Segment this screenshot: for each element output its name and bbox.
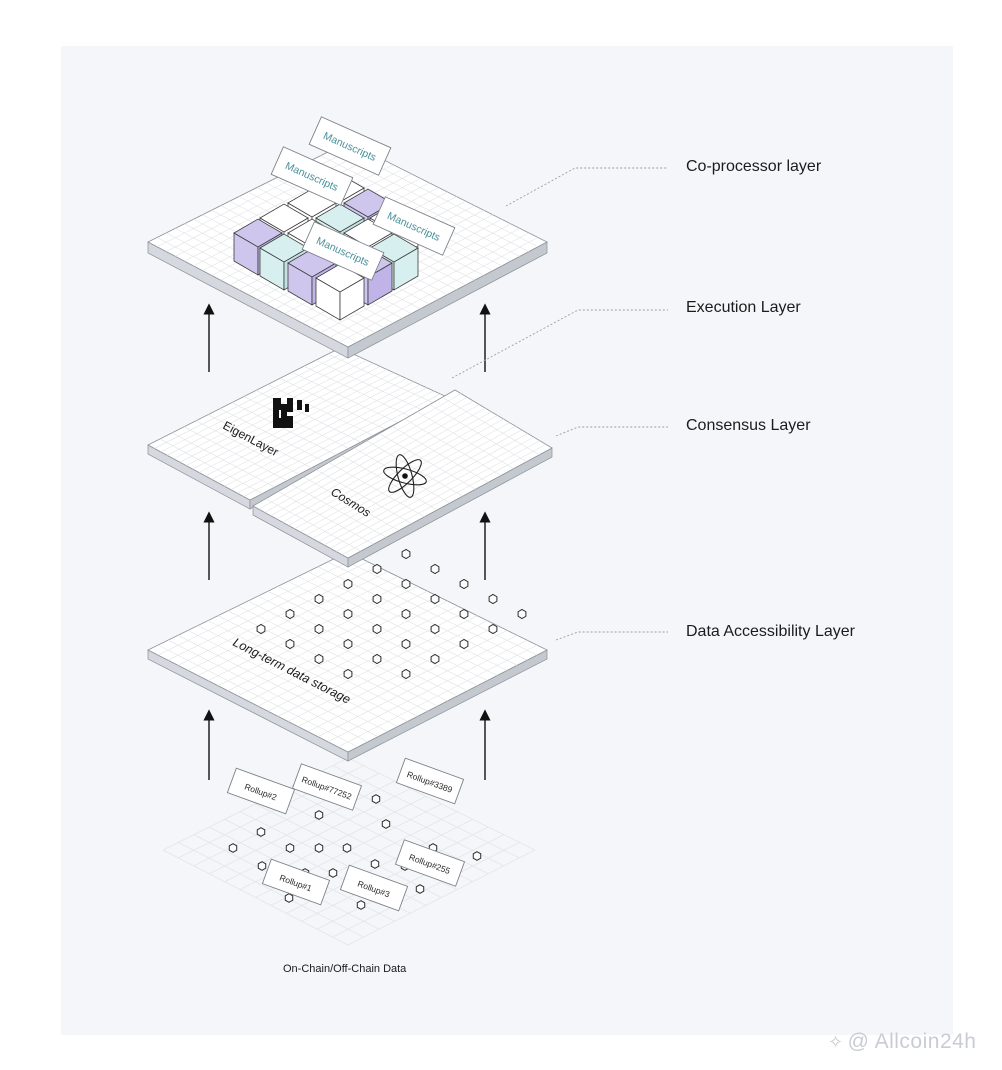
storage-node-hexagon-icon xyxy=(372,653,382,665)
rollup-card: Rollup#255 xyxy=(394,839,466,887)
rollup-card: Rollup#1 xyxy=(261,858,331,906)
data-node-hexagon-icon xyxy=(285,843,295,853)
storage-node-hexagon-icon xyxy=(401,638,411,650)
data-node-hexagon-icon xyxy=(314,810,324,820)
leader-line xyxy=(555,631,668,641)
execution-layer-label: Execution Layer xyxy=(686,299,801,316)
storage-node-hexagon-icon xyxy=(343,638,353,650)
watermark: ✧@ Allcoin24h xyxy=(828,1030,977,1054)
storage-node-hexagon-icon xyxy=(517,608,527,620)
bottom-caption: On-Chain/Off-Chain Data xyxy=(283,963,407,975)
rollup-card-frame xyxy=(395,757,465,805)
storage-node-hexagon-icon xyxy=(343,578,353,590)
compute-cube-11-top xyxy=(233,218,283,248)
data-node-hexagon-icon xyxy=(314,843,324,853)
data-accessibility-plate-grid xyxy=(157,556,538,748)
watermark-text: @ Allcoin24h xyxy=(847,1030,977,1053)
storage-node-hexagon-icon xyxy=(401,548,411,560)
storage-node-hexagon-icon xyxy=(372,623,382,635)
storage-node-hexagon-icon xyxy=(372,593,382,605)
storage-node-hexagon-icon xyxy=(285,638,295,650)
storage-node-hexagon-icon xyxy=(430,563,440,575)
rollup-card: Rollup#77252 xyxy=(291,763,363,811)
storage-node-hexagon-icon xyxy=(459,608,469,620)
data-node-hexagon-icon xyxy=(342,843,352,853)
manuscripts-card-frame xyxy=(270,146,354,206)
rollup-card: Rollup#3 xyxy=(339,864,409,912)
compute-cube-4-top xyxy=(315,203,365,233)
data-node-hexagon-icon xyxy=(371,794,381,804)
rollup-card-frame xyxy=(394,839,466,887)
storage-node-hexagon-icon xyxy=(343,668,353,680)
data-node-hexagon-icon xyxy=(370,859,380,869)
manuscripts-card-frame xyxy=(301,221,385,281)
storage-node-hexagon-icon xyxy=(314,593,324,605)
rollup-card-frame xyxy=(261,858,331,906)
storage-node-hexagon-icon xyxy=(285,608,295,620)
storage-node-hexagon-icon xyxy=(401,578,411,590)
storage-node-hexagon-icon xyxy=(430,623,440,635)
cosmos-plate-top xyxy=(252,389,553,559)
storage-node-hexagon-icon xyxy=(314,623,324,635)
storage-node-hexagon-icon xyxy=(401,668,411,680)
storage-node-hexagon-icon xyxy=(430,653,440,665)
cosmos-atom-icon xyxy=(383,454,427,498)
rollup-card-frame xyxy=(291,763,363,811)
storage-node-hexagon-icon xyxy=(343,608,353,620)
storage-node-hexagon-icon xyxy=(430,593,440,605)
storage-node-hexagon-icon xyxy=(401,608,411,620)
data-node-hexagon-icon xyxy=(328,868,338,878)
data-node-hexagon-icon xyxy=(228,843,238,853)
storage-node-hexagon-icon xyxy=(256,623,266,635)
manuscripts-card-frame xyxy=(372,196,456,256)
consensus-layer-label: Consensus Layer xyxy=(686,417,811,434)
data-node-hexagon-icon xyxy=(257,861,267,871)
storage-node-hexagon-icon xyxy=(488,623,498,635)
compute-cube-12-top xyxy=(259,233,309,263)
data-node-hexagon-icon xyxy=(415,884,425,894)
eigenlayer-plate-top xyxy=(147,347,448,501)
data-accessibility-plate: Long-term data storage xyxy=(147,551,548,762)
data-accessibility-layer-label: Data Accessibility Layer xyxy=(686,623,855,640)
leader-line xyxy=(505,167,668,207)
rollup-card: Rollup#3389 xyxy=(395,757,465,805)
leader-line xyxy=(555,426,668,437)
data-accessibility-plate-top xyxy=(147,551,548,753)
manuscripts-card-frame xyxy=(308,116,392,176)
cosmos-plate: Cosmos xyxy=(252,389,553,568)
rollup-card: Rollup#2 xyxy=(226,767,296,815)
storage-node-hexagon-icon xyxy=(459,638,469,650)
storage-node-hexagon-icon xyxy=(459,578,469,590)
rollup-card-frame xyxy=(226,767,296,815)
eigenlayer-logo-icon xyxy=(273,398,309,428)
data-node-hexagon-icon xyxy=(381,819,391,829)
coprocessor-layer-label: Co-processor layer xyxy=(686,158,822,175)
storage-node-hexagon-icon xyxy=(488,593,498,605)
data-node-hexagon-icon xyxy=(284,893,294,903)
compute-cube-14 xyxy=(315,263,365,321)
cosmos-plate-grid xyxy=(258,393,547,556)
compute-cube-7-top xyxy=(259,203,309,233)
data-node-hexagon-icon xyxy=(256,827,266,837)
storage-node-hexagon-icon xyxy=(314,653,324,665)
storage-node-hexagon-icon xyxy=(372,563,382,575)
data-node-hexagon-icon xyxy=(356,900,366,910)
data-node-hexagon-icon xyxy=(472,851,482,861)
rollup-card-frame xyxy=(339,864,409,912)
watermark-logo-icon: ✧ xyxy=(828,1032,844,1052)
